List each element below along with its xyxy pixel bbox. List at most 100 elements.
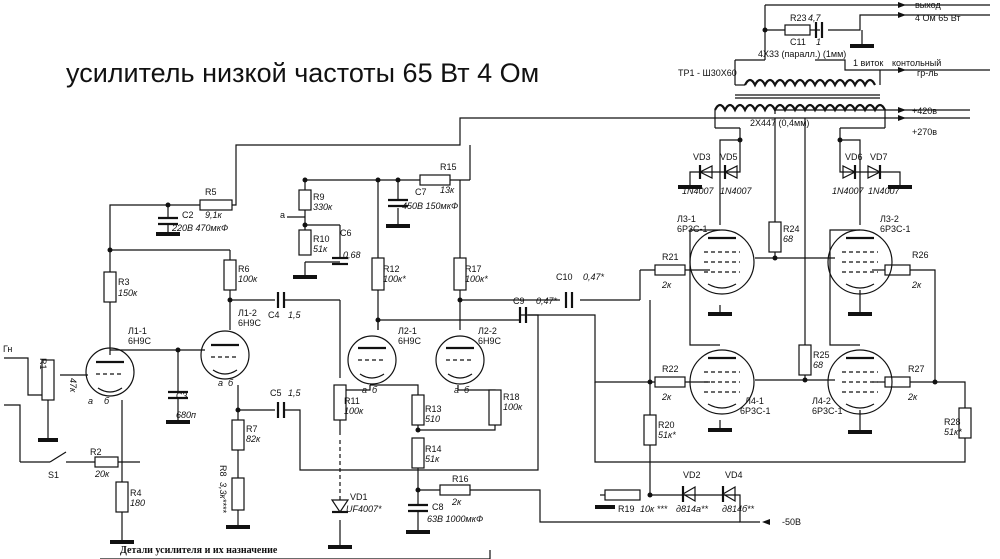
resistor-R18 — [488, 389, 502, 426]
grounds — [38, 44, 912, 549]
ground-symbol — [166, 420, 190, 424]
resistors — [41, 24, 972, 513]
tube-L4-1-type: 6Р3С-1 — [740, 406, 771, 416]
input-label: Гн — [3, 344, 12, 354]
node-a-label: а — [280, 210, 285, 220]
R22-value: 2к — [661, 392, 672, 402]
C11-name: C11 — [790, 37, 806, 47]
R15-name: R15 — [440, 162, 457, 172]
diode-VD1 — [330, 499, 350, 514]
R3-value: 150к — [118, 288, 138, 298]
VD7-name: VD7 — [870, 152, 888, 162]
R18-value: 100к — [503, 402, 523, 412]
capacitor-C3 — [168, 390, 188, 420]
resistor-R14 — [411, 437, 425, 469]
R10-value: 51к — [313, 244, 328, 254]
C9-value: 0,47* — [536, 296, 558, 306]
ground-symbol — [293, 275, 317, 279]
transformer-primary-label: 2Х447 (0,4мм) — [750, 118, 809, 128]
C6-name: C6 — [340, 228, 352, 238]
VD5-name: VD5 — [720, 152, 738, 162]
diode-VD7 — [867, 165, 882, 179]
capacitor-C4 — [276, 292, 286, 308]
resistor-R28 — [958, 407, 972, 439]
R25-value: 68 — [813, 360, 823, 370]
diodes — [330, 165, 882, 514]
R1-name: R1 — [38, 358, 48, 370]
R2-name: R2 — [90, 447, 102, 457]
output-label-2: 4 Ом 65 Вт — [915, 13, 961, 23]
pin-label-b: б — [228, 378, 234, 388]
VD2-name: VD2 — [683, 470, 701, 480]
ground-symbol — [848, 430, 872, 434]
tube-L4-1 — [689, 349, 755, 415]
control-winding-label-2: контольный — [892, 58, 941, 68]
ground-symbol — [595, 505, 615, 509]
R14-name: R14 — [425, 444, 442, 454]
rail-minus50-label: -50В — [782, 517, 801, 527]
pin-label-a: а — [362, 385, 367, 395]
R6-name: R6 — [238, 264, 250, 274]
tube-L3-2 — [827, 229, 893, 295]
capacitor-C2 — [156, 216, 180, 236]
C10-name: C10 — [556, 272, 573, 282]
R19-value: 10к *** — [640, 504, 668, 514]
ground-symbol — [110, 540, 134, 544]
R13-value: 510 — [425, 414, 440, 424]
ground-symbol — [38, 438, 58, 442]
R15-value: 13к — [440, 185, 455, 195]
resistor-R11 — [333, 384, 347, 421]
R9-value: 330к — [313, 202, 333, 212]
C11-value: 1 — [816, 37, 821, 47]
R18-name: R18 — [503, 392, 520, 402]
ground-symbol — [850, 44, 874, 48]
C8-name: C8 — [432, 502, 444, 512]
output-label-1: выход — [915, 0, 941, 10]
capacitor-C6 — [332, 256, 348, 266]
switch-label: S1 — [48, 470, 59, 480]
tube-L1-2-name: Л1-2 — [238, 308, 257, 318]
R27-name: R27 — [908, 364, 925, 374]
resistor-R16 — [439, 484, 471, 496]
VD6-value: 1N4007 — [832, 186, 865, 196]
control-winding-label-1: 1 виток — [853, 58, 883, 68]
wiring — [4, 4, 990, 559]
capacitor-C10 — [564, 292, 574, 308]
R7-name: R7 — [246, 424, 258, 434]
tube-L2-2-name: Л2-2 — [478, 326, 497, 336]
tubes — [85, 229, 893, 415]
R20-value: 51к* — [658, 430, 676, 440]
R6-value: 100к — [238, 274, 258, 284]
diode-VD2 — [681, 485, 696, 503]
VD7-value: 1N4007 — [868, 186, 901, 196]
R11-value: 100к — [344, 406, 364, 416]
R5-name: R5 — [205, 187, 217, 197]
tube-L3-1 — [689, 229, 755, 295]
resistor-R25 — [798, 344, 812, 376]
resistor-R17 — [453, 257, 467, 291]
R24-value: 68 — [783, 234, 793, 244]
resistor-R4 — [115, 481, 129, 513]
C9-name: C9 — [513, 296, 525, 306]
R19-name: R19 — [618, 504, 635, 514]
diode-VD4 — [721, 485, 736, 503]
tube-L1-2 — [200, 330, 250, 380]
VD2-value: д814а** — [676, 504, 708, 514]
VD4-name: VD4 — [725, 470, 743, 480]
R23-value: 4,7 — [808, 13, 822, 23]
R12-name: R12 — [383, 264, 400, 274]
R26-value: 2к — [911, 280, 922, 290]
R21-name: R21 — [662, 252, 679, 262]
R25-name: R25 — [813, 350, 830, 360]
VD4-value: д814б** — [722, 504, 755, 514]
resistor-R12 — [371, 257, 385, 291]
C4-value: 1,5 — [288, 310, 302, 320]
resistor-R6 — [223, 259, 237, 291]
C3-value: 680п — [176, 410, 196, 420]
capacitor-C5 — [276, 402, 286, 418]
labels: выход 4 Ом 65 Вт 4Х33 (паралл.) (1мм) ТР… — [3, 0, 962, 556]
R24-name: R24 — [783, 224, 800, 234]
capacitor-C8 — [408, 503, 428, 530]
C4-name: C4 — [268, 310, 280, 320]
tube-L4-2 — [827, 349, 893, 415]
